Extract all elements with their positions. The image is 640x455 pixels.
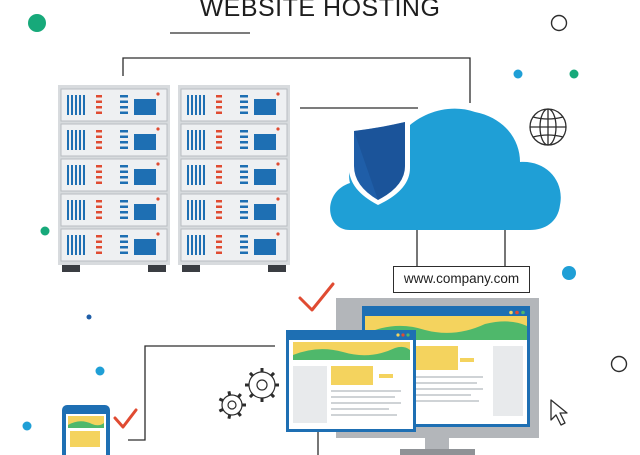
gear-tooth bbox=[270, 371, 276, 377]
gear-tooth bbox=[237, 411, 242, 417]
server-rack-left bbox=[58, 85, 170, 272]
server-unit bbox=[60, 228, 168, 262]
gear-tooth bbox=[218, 407, 224, 413]
server-unit bbox=[60, 88, 168, 122]
gear-tooth bbox=[227, 391, 232, 396]
shield-icon bbox=[349, 118, 410, 205]
gear-tooth bbox=[218, 397, 224, 403]
server-unit bbox=[60, 158, 168, 192]
server-unit bbox=[60, 193, 168, 227]
server-unit bbox=[180, 193, 288, 227]
server-rack-right bbox=[178, 85, 290, 272]
decorative-dots bbox=[22, 14, 628, 431]
cursor-icon bbox=[550, 399, 568, 426]
gear-tooth bbox=[270, 393, 276, 399]
checkmark-icon bbox=[113, 282, 335, 429]
server-unit bbox=[180, 228, 288, 262]
page-title: WEBSITE HOSTING bbox=[199, 0, 441, 22]
gear-tooth bbox=[237, 393, 242, 399]
gear-tooth bbox=[227, 414, 232, 419]
phone-icon bbox=[62, 405, 110, 455]
server-unit bbox=[60, 123, 168, 157]
globe-icon bbox=[529, 108, 567, 146]
connector-lines bbox=[122, 32, 506, 455]
gear-teeth bbox=[218, 368, 279, 419]
gear-tooth bbox=[248, 371, 254, 377]
gear-tooth bbox=[248, 393, 254, 399]
gear-icon bbox=[221, 371, 276, 416]
domain-label: www.company.com bbox=[393, 266, 530, 293]
server-unit bbox=[180, 158, 288, 192]
server-unit bbox=[180, 123, 288, 157]
browser-window bbox=[286, 330, 416, 432]
server-unit bbox=[180, 88, 288, 122]
